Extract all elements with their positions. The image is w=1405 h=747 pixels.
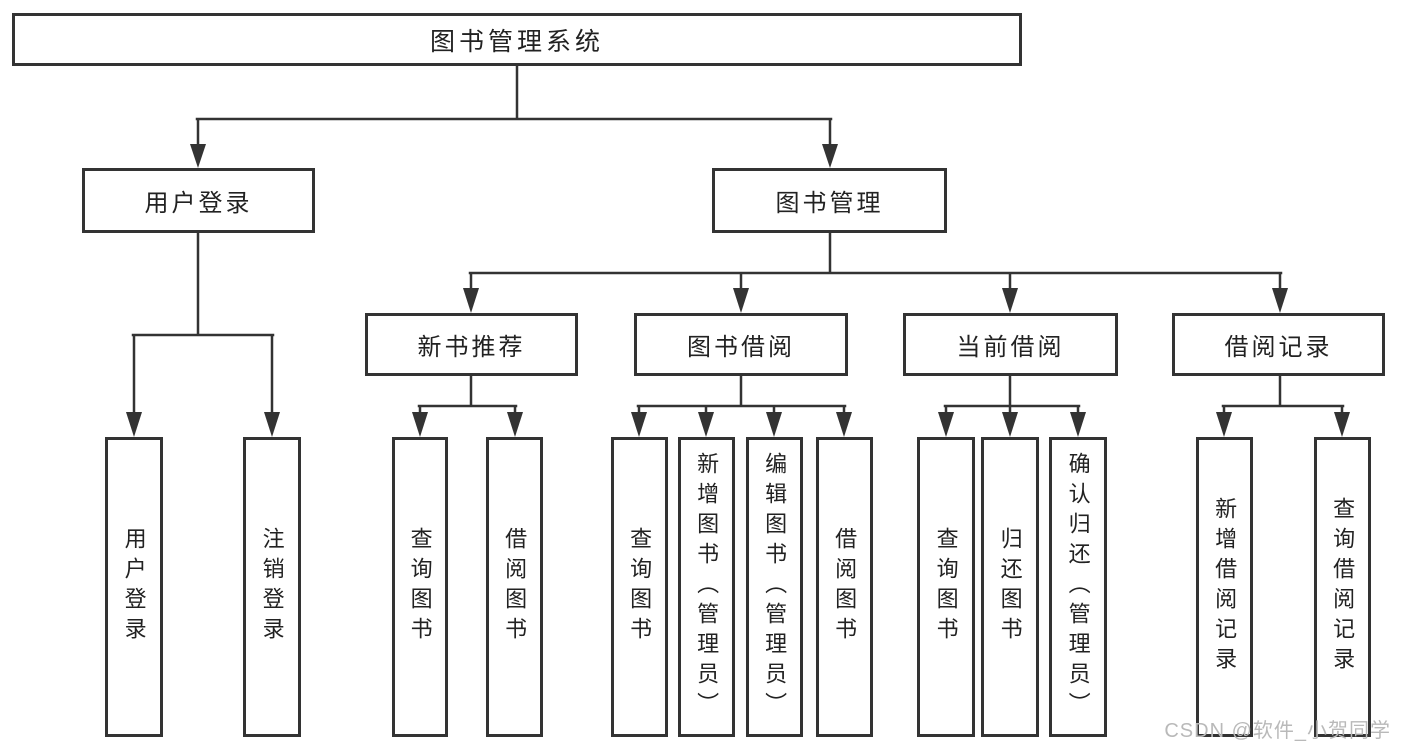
arrowhead <box>1002 412 1018 437</box>
node-leaf-add-borrow-record-label: 新增借阅记录 <box>1212 497 1238 677</box>
node-current-borrowing: 当前借阅 <box>903 313 1118 376</box>
node-book-borrowing-label: 图书借阅 <box>687 334 795 361</box>
node-leaf-confirm-return-admin-label: 确认归还（管理员） <box>1065 452 1091 722</box>
node-leaf-add-books-admin: 新增图书（管理员） <box>678 437 735 737</box>
arrowhead <box>264 412 280 437</box>
arrowhead <box>507 412 523 437</box>
arrowhead <box>412 412 428 437</box>
arrowhead <box>1216 412 1232 437</box>
node-book-management: 图书管理 <box>712 168 947 233</box>
node-leaf-query-books-2: 查询图书 <box>611 437 668 737</box>
node-leaf-query-borrow-record: 查询借阅记录 <box>1314 437 1371 737</box>
csdn-watermark: CSDN @软件_小贺同学 <box>1164 720 1391 742</box>
node-leaf-user-login-label: 用户登录 <box>121 527 147 647</box>
node-user-login-label: 用户登录 <box>144 190 253 217</box>
node-leaf-borrow-books-1-label: 借阅图书 <box>502 527 528 647</box>
connector-root-trunk <box>195 64 833 148</box>
node-leaf-query-books-2-label: 查询图书 <box>627 527 653 647</box>
node-leaf-logout: 注销登录 <box>243 437 301 737</box>
connector-user-login-branch <box>131 231 275 418</box>
node-leaf-confirm-return-admin: 确认归还（管理员） <box>1049 437 1107 737</box>
node-leaf-add-books-admin-label: 新增图书（管理员） <box>694 452 720 722</box>
node-leaf-edit-books-admin-label: 编辑图书（管理员） <box>762 452 788 722</box>
node-leaf-query-borrow-record-label: 查询借阅记录 <box>1330 497 1356 677</box>
node-leaf-borrow-books-1: 借阅图书 <box>486 437 543 737</box>
arrowhead <box>822 144 838 168</box>
arrowhead <box>1070 412 1086 437</box>
node-leaf-query-books-3-label: 查询图书 <box>933 527 959 647</box>
node-leaf-borrow-books-2-label: 借阅图书 <box>832 527 858 647</box>
arrowhead <box>1002 288 1018 313</box>
arrowhead <box>190 144 206 168</box>
node-leaf-return-books: 归还图书 <box>981 437 1039 737</box>
node-current-borrowing-label: 当前借阅 <box>956 334 1065 361</box>
connector-new-books-branch <box>417 374 518 418</box>
node-borrowing-records-label: 借阅记录 <box>1224 334 1333 361</box>
node-user-login: 用户登录 <box>82 168 315 233</box>
node-book-management-label: 图书管理 <box>775 190 884 217</box>
arrowhead <box>1272 288 1288 313</box>
node-leaf-add-borrow-record: 新增借阅记录 <box>1196 437 1253 737</box>
node-book-borrowing: 图书借阅 <box>634 313 848 376</box>
node-root-system: 图书管理系统 <box>12 13 1022 66</box>
node-leaf-query-books-1-label: 查询图书 <box>407 527 433 647</box>
node-leaf-borrow-books-2: 借阅图书 <box>816 437 873 737</box>
arrowhead <box>1334 412 1350 437</box>
arrowhead <box>836 412 852 437</box>
connector-borrow-records-branch <box>1221 374 1345 418</box>
arrowhead <box>733 288 749 313</box>
node-leaf-user-login: 用户登录 <box>105 437 163 737</box>
node-borrowing-records: 借阅记录 <box>1172 313 1385 376</box>
arrowhead <box>938 412 954 437</box>
node-new-book-recommend: 新书推荐 <box>365 313 578 376</box>
arrowhead <box>766 412 782 437</box>
arrowhead <box>631 412 647 437</box>
arrowhead <box>463 288 479 313</box>
connector-book-borrow-branch <box>636 374 847 418</box>
node-leaf-edit-books-admin: 编辑图书（管理员） <box>746 437 803 737</box>
node-new-book-recommend-label: 新书推荐 <box>417 334 526 361</box>
node-leaf-return-books-label: 归还图书 <box>997 527 1023 647</box>
node-leaf-logout-label: 注销登录 <box>259 527 285 647</box>
connector-current-borrow-branch <box>943 374 1081 418</box>
node-root-system-label: 图书管理系统 <box>429 27 604 56</box>
arrowhead <box>698 412 714 437</box>
connector-book-mgmt-branch <box>468 231 1283 294</box>
arrowhead <box>126 412 142 437</box>
node-leaf-query-books-1: 查询图书 <box>392 437 448 737</box>
node-leaf-query-books-3: 查询图书 <box>917 437 975 737</box>
